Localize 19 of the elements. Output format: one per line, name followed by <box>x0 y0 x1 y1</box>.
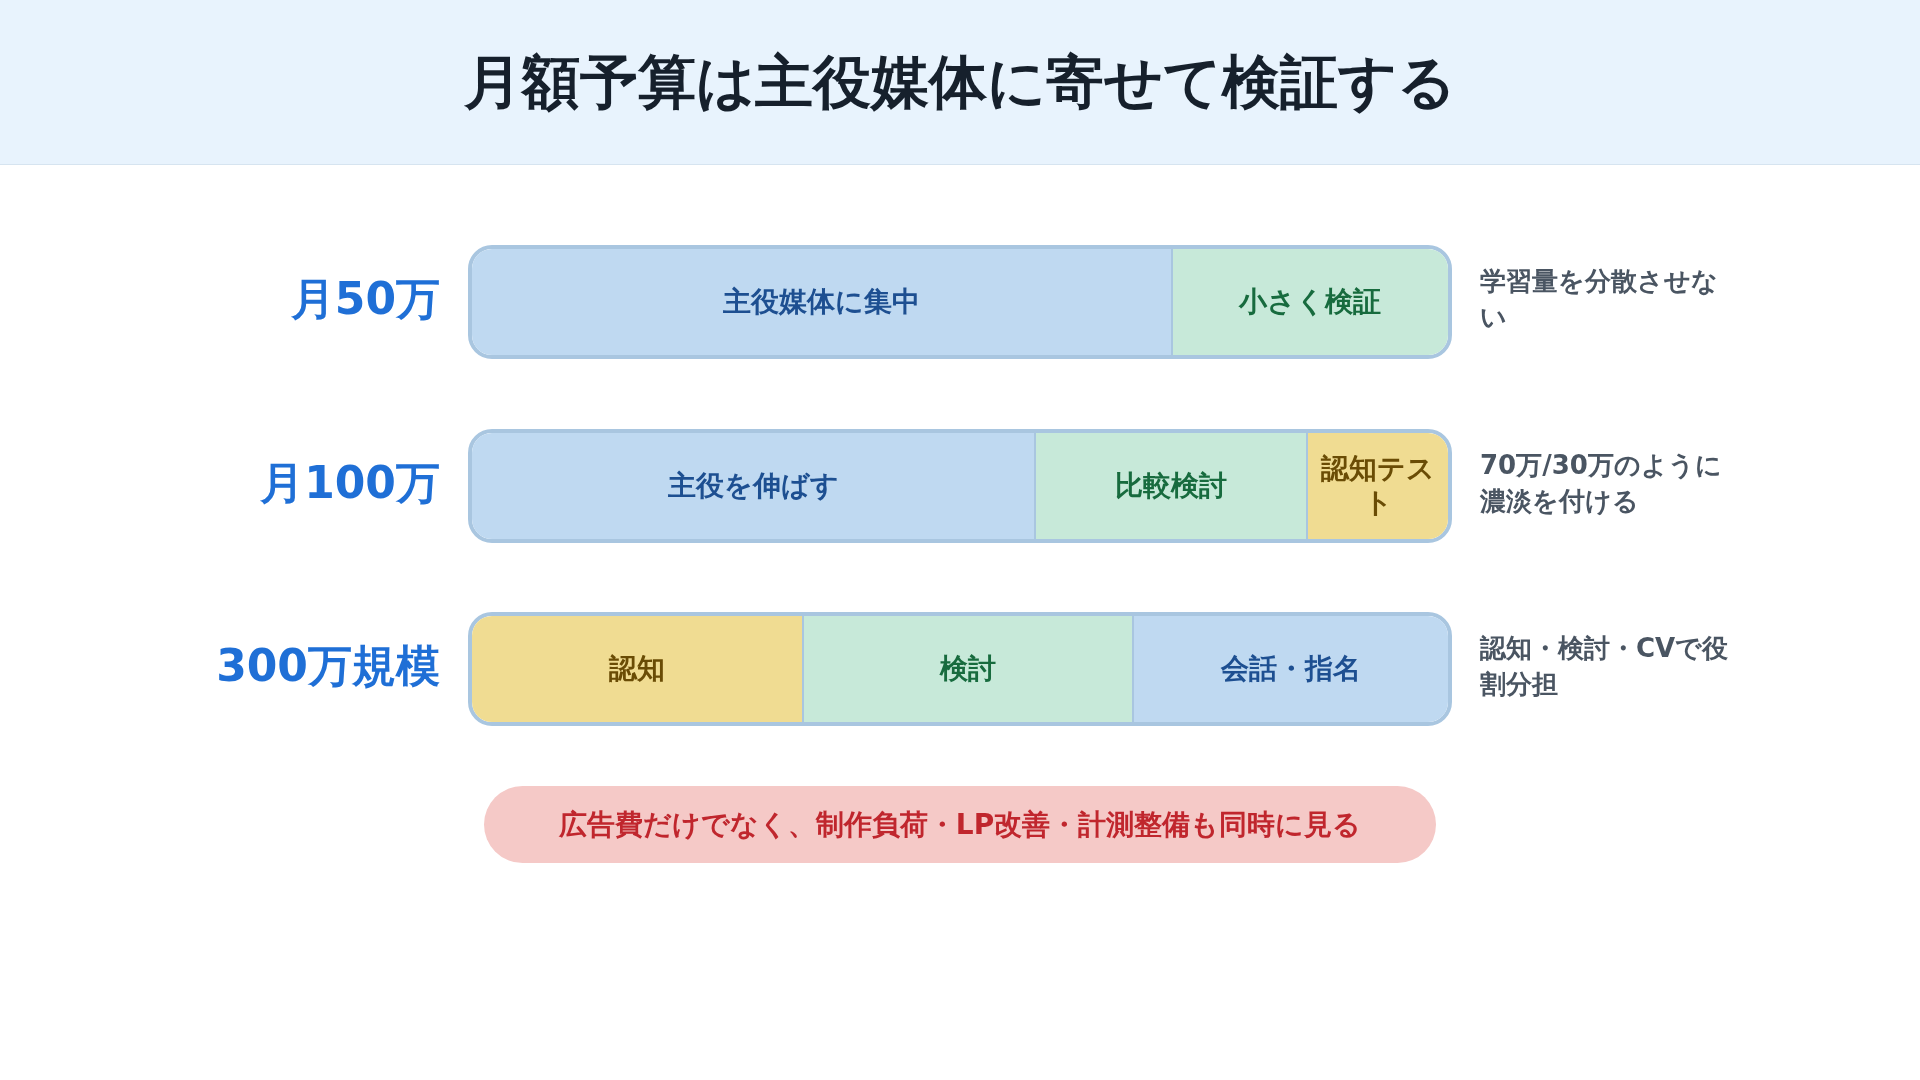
note-pill: 広告費だけでなく、制作負荷・LP改善・計測整備も同時に見る <box>484 786 1436 863</box>
title: 月額予算は主役媒体に寄せて検証する <box>464 46 1456 118</box>
budget-bar <box>468 245 1452 359</box>
segment-box: 主役を伸ばす <box>472 433 1037 539</box>
budget-label: 月50万 <box>289 275 440 324</box>
segment-box: 会話・指名 <box>1133 616 1448 722</box>
note-text: 学習量を分散させない <box>1480 265 1719 335</box>
budget-label: 月100万 <box>259 459 440 508</box>
note-text: 認知・検討・CVで役割分担 <box>1480 632 1730 702</box>
segment-box: 主役媒体に集中 <box>472 249 1173 355</box>
budget-bar <box>468 612 1452 726</box>
segment-box: 認知テスト <box>1308 433 1448 539</box>
segment-box: 小さく検証 <box>1172 249 1448 355</box>
budget-label: 300万規模 <box>215 642 440 691</box>
budget-bar <box>468 429 1452 543</box>
segment-box: 検討 <box>803 616 1134 722</box>
note-text: 70万/30万のように濃淡を付ける <box>1480 449 1723 519</box>
segment-box: 比較検討 <box>1036 433 1309 539</box>
segment-box: 認知 <box>472 616 804 722</box>
